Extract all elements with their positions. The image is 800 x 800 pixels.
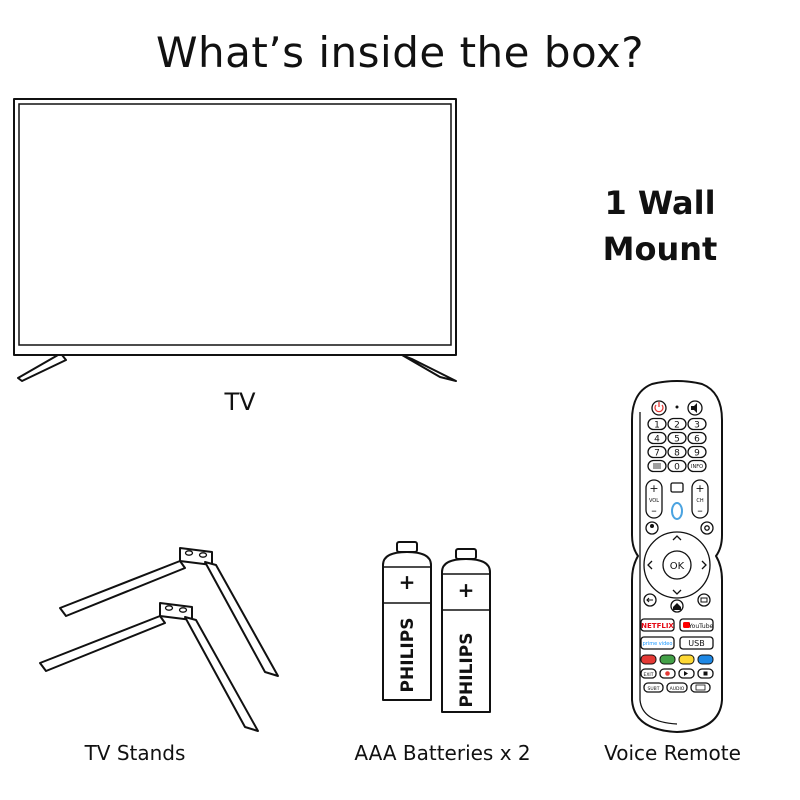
audio-label: AUDIO <box>670 686 685 692</box>
list-button <box>647 459 667 473</box>
number-button <box>667 431 687 445</box>
prime-label: prime video <box>643 641 673 647</box>
number-label: 1 <box>654 421 660 431</box>
number-label: 5 <box>674 435 680 445</box>
ok-button <box>662 550 692 580</box>
settings-icon <box>700 521 714 535</box>
netflix-button <box>640 618 675 632</box>
number-label: 7 <box>654 449 660 459</box>
number-label: 9 <box>694 449 700 459</box>
number-button <box>667 417 687 431</box>
wall-mount-label: 1 Wall Mount <box>575 180 745 272</box>
subt-label: SUBT <box>648 686 660 692</box>
youtube-button <box>679 618 714 632</box>
tv-foot-left <box>17 354 67 382</box>
battery-right-brand: PHILIPS <box>457 633 477 708</box>
battery-right: + PHILIPS <box>441 548 491 713</box>
ok-label: OK <box>670 561 685 572</box>
vol-plus: + <box>649 482 658 495</box>
mute-icon <box>687 400 703 416</box>
menu-icon <box>697 593 711 607</box>
tv-stand-front <box>39 602 259 732</box>
vol-minus: – <box>651 504 657 517</box>
number-label: 3 <box>694 421 700 431</box>
number-label: 4 <box>654 435 660 445</box>
green-button <box>659 654 676 665</box>
number-label: 6 <box>694 435 700 445</box>
wall-mount-line1: 1 Wall <box>604 184 716 222</box>
user-icon <box>645 521 659 535</box>
back-icon <box>643 593 657 607</box>
number-button <box>687 445 707 459</box>
exit-label: EXIT <box>643 672 653 678</box>
battery-right-plus: + <box>458 578 475 602</box>
ch-plus: + <box>695 482 704 495</box>
dot-icon <box>675 405 679 409</box>
battery-left-brand: PHILIPS <box>398 618 418 693</box>
stop-button <box>697 668 714 679</box>
red-button <box>640 654 657 665</box>
record-button <box>659 668 676 679</box>
wall-mount-line2: Mount <box>602 230 718 268</box>
yellow-button <box>678 654 695 665</box>
play-pause-button <box>678 668 695 679</box>
number-label: 8 <box>674 449 680 459</box>
number-button <box>687 417 707 431</box>
tv-caption: TV <box>224 388 256 416</box>
tv-stand-back <box>59 547 279 677</box>
exit-button <box>640 668 657 679</box>
home-icon <box>670 599 684 613</box>
zero-button <box>667 459 687 473</box>
dpad <box>643 531 711 599</box>
remote-body <box>631 380 723 733</box>
blue-button <box>697 654 714 665</box>
netflix-label: NETFLIX <box>641 622 674 630</box>
audio-button <box>666 682 688 693</box>
vol-rocker <box>645 479 663 519</box>
zero-button-label: 0 <box>674 463 680 473</box>
power-icon <box>651 400 667 416</box>
tv-guide-button <box>690 682 711 693</box>
number-button <box>687 431 707 445</box>
youtube-label: YouTube <box>688 623 714 630</box>
mic-icon <box>671 502 683 520</box>
tv-screen <box>18 103 452 346</box>
number-button <box>647 445 667 459</box>
vol-label: VOL <box>649 498 659 504</box>
ch-rocker <box>691 479 709 519</box>
battery-left: + PHILIPS <box>382 541 432 701</box>
remote-caption: Voice Remote <box>604 741 741 765</box>
number-pad: 1 2 3 4 5 6 7 8 9 0 INFO <box>647 417 707 473</box>
usb-button <box>679 636 714 650</box>
usb-label: USB <box>688 639 704 648</box>
number-button <box>647 431 667 445</box>
tv-foot-right <box>401 354 457 382</box>
prime-button <box>640 636 675 650</box>
number-button <box>667 445 687 459</box>
tv-stands-caption: TV Stands <box>84 741 186 765</box>
number-button <box>647 417 667 431</box>
ch-label: CH <box>696 498 703 504</box>
subt-button <box>643 682 664 693</box>
ch-minus: – <box>697 504 703 517</box>
tv-frame <box>13 98 457 356</box>
number-label: 2 <box>674 421 680 431</box>
page-title: What’s inside the box? <box>155 28 645 77</box>
info-button-label: INFO <box>691 464 703 470</box>
battery-left-plus: + <box>399 570 416 594</box>
input-icon <box>670 482 684 493</box>
batteries-caption: AAA Batteries x 2 <box>354 741 531 765</box>
info-button <box>687 459 707 473</box>
